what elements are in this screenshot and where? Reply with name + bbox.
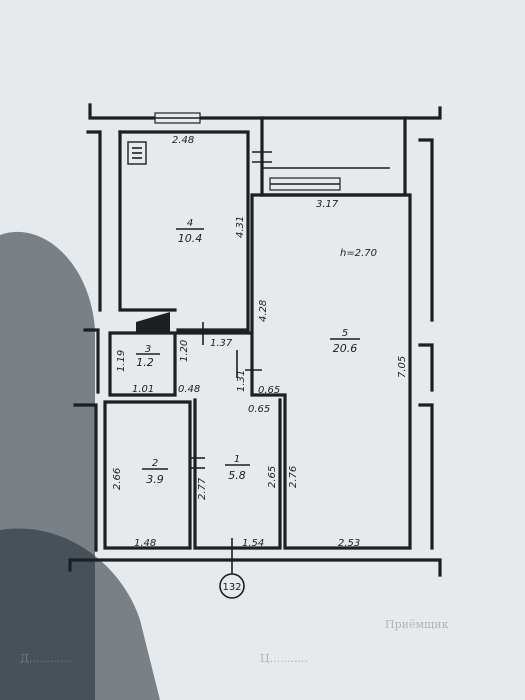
- room-1-number: 1: [234, 454, 240, 465]
- fixtures: [127, 141, 170, 332]
- outer-boundary: [68, 103, 442, 577]
- faded-text-bottom-right-name: Ц...........: [260, 652, 308, 665]
- room-4-wall-left: [118, 130, 177, 312]
- dim-4-31: 4.31: [235, 216, 246, 238]
- room-4-number: 4: [187, 218, 193, 229]
- room-3-walls: [108, 331, 177, 397]
- room-3-number: 3: [145, 344, 151, 355]
- dim-1-19: 1.19: [116, 350, 127, 372]
- room-3-area: 1.2: [136, 356, 154, 369]
- right-boundary-lower: [418, 403, 434, 550]
- right-boundary-middle: [418, 343, 434, 392]
- axis-marker-circle: [219, 573, 245, 599]
- left-boundary-middle: [83, 328, 100, 394]
- dimension-labels: 2.48 3.17 4.31 4.28 7.05 1.19 1.20 1.37 …: [112, 135, 408, 549]
- faded-text-bottom-left: Д............: [20, 652, 71, 665]
- room-2-number: 2: [152, 458, 158, 469]
- dim-1-20: 1.20: [179, 340, 190, 362]
- stove-icon: [127, 141, 147, 165]
- photo-shadow-bottom: [0, 528, 160, 700]
- dim-0-65-bottom: 0.65: [248, 404, 270, 415]
- dim-1-01: 1.01: [132, 384, 154, 395]
- room-2-area: 3.9: [146, 473, 164, 486]
- dim-0-48: 0.48: [178, 384, 200, 395]
- dim-1-37: 1.37: [210, 338, 233, 349]
- dim-4-28: 4.28: [258, 300, 269, 322]
- right-boundary-upper: [418, 138, 434, 322]
- dim-3-17: 3.17: [316, 199, 339, 210]
- bottom-boundary-line: [68, 558, 442, 577]
- dim-2-66: 2.66: [112, 468, 123, 490]
- door-marks: [190, 322, 262, 560]
- ceiling-height-label: h=2.70: [340, 248, 377, 259]
- room-5-walls: [250, 193, 412, 550]
- dim-0-65-top: 0.65: [258, 385, 280, 396]
- walls: [103, 116, 412, 550]
- room-1-area: 5.8: [228, 469, 246, 482]
- room-4-wall-right: [118, 130, 250, 332]
- dim-2-53: 2.53: [338, 538, 360, 549]
- dim-2-77: 2.77: [197, 477, 208, 500]
- left-boundary-lower: [73, 403, 98, 552]
- ventilation-shaft-icon: [136, 312, 170, 332]
- room-labels: 4 10.4 5 20.6 3 1.2 2 3.9 1 5.8 h=2.70: [136, 218, 377, 486]
- left-boundary-upper: [86, 130, 102, 312]
- room-4-area: 10.4: [178, 232, 203, 245]
- windows: [154, 112, 341, 191]
- room-5-number: 5: [342, 328, 348, 339]
- room-1-walls: [193, 398, 282, 550]
- dim-2-76: 2.76: [288, 466, 299, 488]
- dim-1-54: 1.54: [242, 538, 264, 549]
- dim-1-31: 1.31: [236, 370, 247, 392]
- axis-marker-label: 132: [222, 582, 241, 593]
- dim-7-05: 7.05: [397, 356, 408, 378]
- room-2-walls: [103, 400, 192, 550]
- axis-marker: 132: [219, 560, 245, 599]
- faded-background-text: Приёмщик Ц........... Д............: [20, 618, 449, 665]
- dim-1-48: 1.48: [134, 538, 156, 549]
- dim-2-65: 2.65: [267, 466, 278, 488]
- room-5-area: 20.6: [333, 342, 358, 355]
- faded-text-bottom-right: Приёмщик: [385, 618, 449, 631]
- top-boundary-line: [88, 103, 442, 120]
- dim-2-48: 2.48: [172, 135, 194, 146]
